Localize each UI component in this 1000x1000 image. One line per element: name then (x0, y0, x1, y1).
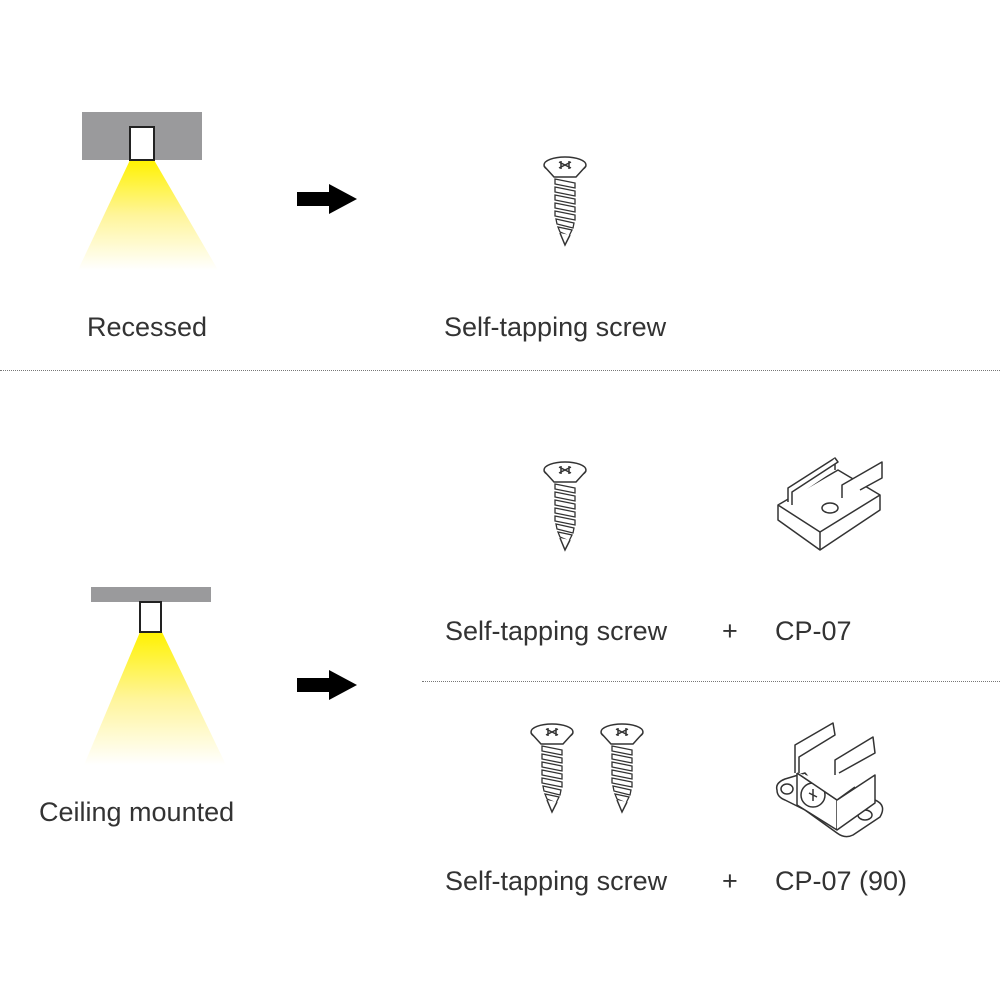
recessed-illustration (78, 112, 218, 270)
light-beam (84, 632, 226, 765)
screw-icon (540, 460, 590, 552)
led-profile (129, 126, 155, 161)
cp07-clip-icon (777, 457, 883, 551)
screw-icon (527, 722, 577, 814)
screw-icon (597, 722, 647, 814)
option-label-screw: Self-tapping screw (444, 312, 667, 342)
mounting-label-recessed: Recessed (87, 312, 208, 342)
option-label-screw: Self-tapping screw (445, 616, 668, 646)
option-label-screw: Self-tapping screw (445, 866, 668, 896)
ceiling-block (91, 587, 211, 602)
plus-sign: + (722, 866, 738, 896)
mounting-label-ceiling: Ceiling mounted (39, 797, 235, 827)
led-profile (139, 601, 162, 633)
light-beam (78, 160, 218, 270)
cp07-90-clip-icon (775, 722, 884, 838)
arrow-icon (297, 670, 357, 700)
option-label-cp07: CP-07 (775, 616, 852, 646)
ceiling-mounted-illustration (84, 587, 226, 765)
plus-sign: + (722, 616, 738, 646)
screw-icon (540, 155, 590, 247)
arrow-icon (297, 184, 357, 214)
option-divider (422, 681, 1000, 682)
section-divider (0, 370, 1000, 371)
option-label-cp07-90: CP-07 (90) (775, 866, 908, 896)
